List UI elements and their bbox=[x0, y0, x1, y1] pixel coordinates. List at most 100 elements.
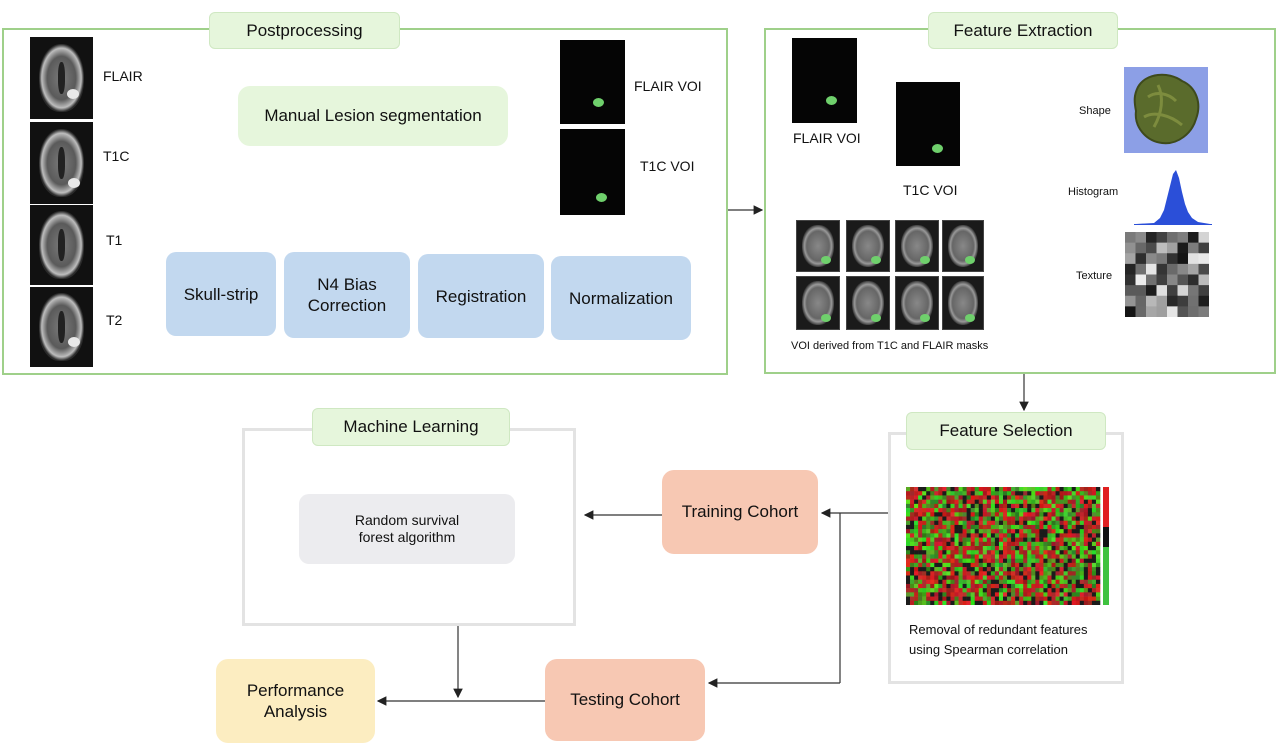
heatmap-cell bbox=[1011, 487, 1016, 492]
heatmap-cell bbox=[1003, 575, 1008, 581]
heatmap-cell bbox=[930, 508, 935, 513]
heatmap-cell bbox=[1031, 503, 1036, 509]
heatmap-cell bbox=[930, 516, 935, 522]
texture-cell bbox=[1156, 263, 1168, 275]
heatmap-cell bbox=[958, 600, 963, 605]
heatmap-cell bbox=[1079, 495, 1085, 500]
heatmap-cell bbox=[954, 508, 959, 513]
heatmap-cell bbox=[1083, 520, 1089, 526]
heatmap-cell bbox=[1095, 503, 1101, 509]
heatmap-cell bbox=[1043, 512, 1048, 517]
heatmap-cell bbox=[1083, 558, 1089, 564]
heatmap-cell bbox=[1011, 600, 1016, 605]
heatmap-cell bbox=[1015, 567, 1020, 572]
heatmap-cell bbox=[1035, 588, 1040, 593]
heatmap-cell bbox=[1079, 524, 1085, 530]
heatmap-cell bbox=[1031, 487, 1036, 492]
heatmap-cell bbox=[994, 529, 1000, 534]
heatmap-cell bbox=[1079, 512, 1085, 517]
heatmap-cell bbox=[942, 554, 947, 559]
heatmap-cell bbox=[1059, 592, 1064, 597]
heatmap-cell bbox=[1071, 558, 1077, 564]
heatmap-cell bbox=[990, 516, 996, 522]
heatmap-cell bbox=[982, 575, 988, 581]
heatmap-cell bbox=[1051, 495, 1056, 500]
heatmap-cell bbox=[1063, 567, 1068, 572]
heatmap-cell bbox=[918, 495, 923, 500]
texture-cell bbox=[1125, 232, 1136, 244]
heatmap-cell bbox=[998, 575, 1004, 581]
heatmap-cell bbox=[1015, 571, 1020, 576]
heatmap-cell bbox=[922, 537, 927, 543]
heatmap-cell bbox=[1091, 499, 1097, 505]
heatmap-cell bbox=[986, 533, 992, 538]
heatmap-scale-bar bbox=[1103, 487, 1109, 527]
heatmap-cell bbox=[1055, 558, 1060, 564]
heatmap-cell bbox=[1003, 508, 1008, 513]
heatmap-cell bbox=[954, 537, 959, 543]
heatmap-cell bbox=[982, 562, 988, 568]
heatmap-cell bbox=[922, 567, 927, 572]
heatmap-cell bbox=[1039, 567, 1044, 572]
heatmap-cell bbox=[998, 524, 1004, 530]
heatmap-cell bbox=[914, 558, 919, 564]
heatmap-cell bbox=[1039, 546, 1044, 551]
heatmap-cell bbox=[922, 524, 927, 530]
heatmap-cell bbox=[930, 558, 935, 564]
heatmap-cell bbox=[1051, 554, 1056, 559]
heatmap-cell bbox=[1015, 579, 1020, 585]
heatmap-cell bbox=[922, 579, 927, 585]
heatmap-cell bbox=[994, 596, 1000, 602]
heatmap-cell bbox=[974, 491, 980, 496]
heatmap-cell bbox=[950, 558, 955, 564]
heatmap-cell bbox=[926, 583, 931, 589]
flair-voi-image bbox=[560, 40, 625, 124]
heatmap-cell bbox=[1051, 588, 1056, 593]
heatmap-cell bbox=[926, 508, 931, 513]
heatmap-cell bbox=[1055, 546, 1060, 551]
texture-cell bbox=[1125, 295, 1136, 307]
heatmap-cell bbox=[906, 575, 911, 581]
heatmap-cell bbox=[906, 592, 911, 597]
heatmap-cell bbox=[970, 583, 976, 589]
heatmap-cell bbox=[1027, 550, 1032, 555]
heatmap-cell bbox=[966, 571, 971, 576]
heatmap-cell bbox=[934, 529, 939, 534]
heatmap-cell bbox=[942, 550, 947, 555]
heatmap-cell bbox=[1011, 592, 1016, 597]
heatmap-cell bbox=[982, 546, 988, 551]
heatmap-cell bbox=[966, 562, 971, 568]
heatmap-cell bbox=[938, 600, 943, 605]
heatmap-cell bbox=[1071, 571, 1077, 576]
heatmap-cell bbox=[926, 491, 931, 496]
heatmap-cell bbox=[918, 596, 923, 602]
voi-slice-thumb bbox=[895, 220, 939, 272]
heatmap-cell bbox=[1051, 571, 1056, 576]
fe-flair-voi-image bbox=[792, 38, 857, 123]
heatmap-cell bbox=[1027, 508, 1032, 513]
heatmap-cell bbox=[994, 495, 1000, 500]
heatmap-cell bbox=[970, 558, 976, 564]
heatmap-cell bbox=[1079, 541, 1085, 547]
heatmap-cell bbox=[958, 558, 963, 564]
heatmap-cell bbox=[934, 550, 939, 555]
texture-cell bbox=[1167, 306, 1178, 317]
heatmap-cell bbox=[958, 588, 963, 593]
heatmap-cell bbox=[1095, 583, 1101, 589]
heatmap-cell bbox=[1047, 588, 1052, 593]
heatmap-cell bbox=[942, 558, 947, 564]
heatmap-cell bbox=[982, 571, 988, 576]
heatmap-cell bbox=[1075, 571, 1081, 576]
heatmap-cell bbox=[1051, 541, 1056, 547]
heatmap-cell bbox=[974, 600, 980, 605]
heatmap-cell bbox=[1027, 596, 1032, 602]
heatmap-cell bbox=[1031, 508, 1036, 513]
heatmap-cell bbox=[1087, 596, 1093, 602]
heatmap-cell bbox=[962, 558, 967, 564]
heatmap-cell bbox=[922, 546, 927, 551]
heatmap-cell bbox=[1075, 579, 1081, 585]
texture-cell bbox=[1177, 232, 1189, 244]
heatmap-cell bbox=[990, 575, 996, 581]
heatmap-cell bbox=[1059, 516, 1064, 522]
heatmap-cell bbox=[986, 524, 992, 530]
